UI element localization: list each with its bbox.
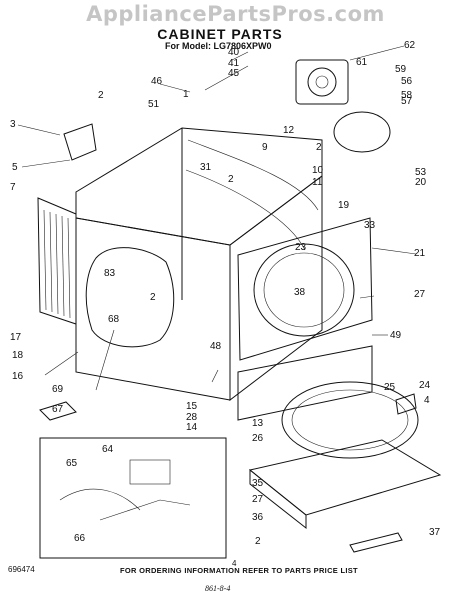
callout-label: 51 (148, 99, 160, 110)
callout-label: 13 (252, 418, 264, 429)
callout-label: 4 (424, 395, 430, 406)
vent-plate (39, 401, 77, 421)
callout-label: 33 (364, 220, 376, 231)
callout-label: 14 (186, 422, 198, 433)
callout-label: 26 (252, 433, 264, 444)
callout-label: 11 (312, 177, 323, 188)
callout-label: 3 (10, 119, 16, 130)
callout-label: 65 (66, 458, 78, 469)
callout-label: 7 (10, 182, 16, 193)
leader-lines (17, 45, 417, 391)
toe-panel (237, 345, 373, 421)
model-line: For Model: LG7806XPW0 (165, 41, 272, 51)
callout-label: 18 (12, 350, 24, 361)
callout-label: 2 (98, 90, 104, 101)
callout-label: 2 (255, 536, 261, 547)
callout-label: 16 (12, 371, 24, 382)
door-frame (237, 217, 373, 361)
callout-label: 15 (186, 401, 198, 412)
callout-label: 68 (108, 314, 120, 325)
callout-label: 48 (210, 341, 222, 352)
callout-label: 83 (104, 268, 116, 279)
callout-label: 66 (74, 533, 86, 544)
callout-label: 67 (52, 404, 64, 415)
callout-label: 58 (401, 90, 413, 101)
callout-label: 28 (186, 412, 198, 423)
callout-label: 19 (338, 200, 350, 211)
callout-label: 35 (252, 478, 264, 489)
callout-label: 1 (183, 89, 189, 100)
callout-layer: 4041454616261595658572513571229312101153… (10, 40, 441, 547)
bottom-strip (349, 532, 403, 553)
doc-number: 696474 (8, 565, 35, 574)
callout-label: 23 (295, 242, 307, 253)
callout-label: 64 (102, 444, 114, 455)
callout-label: 2 (150, 292, 156, 303)
ordering-footer: FOR ORDERING INFORMATION REFER TO PARTS … (120, 566, 358, 575)
callout-label: 9 (262, 142, 268, 153)
side-panel (37, 197, 77, 325)
callout-label: 2 (316, 142, 322, 153)
callout-label: 17 (10, 332, 22, 343)
drive-belt (333, 111, 391, 153)
callout-label: 2 (228, 174, 234, 185)
motor-assembly (295, 59, 349, 105)
watermark: AppliancePartsPros.com (86, 2, 385, 26)
callout-label: 56 (401, 76, 413, 87)
callout-label: 53 (415, 167, 427, 178)
wiring-parts (59, 459, 191, 521)
callout-label: 61 (356, 57, 368, 68)
callout-label: 46 (151, 76, 163, 87)
callout-label: 41 (228, 58, 240, 69)
callout-label: 40 (228, 47, 240, 58)
callout-label: 37 (429, 527, 441, 538)
hinge-part (395, 393, 417, 415)
signature: 861-8-4 (205, 584, 231, 593)
callout-label: 21 (414, 248, 426, 259)
cutaway-blob (85, 247, 175, 348)
callout-label: 59 (395, 64, 407, 75)
cabinet-body (75, 127, 323, 402)
callout-label: 31 (200, 162, 212, 173)
diagram-title: CABINET PARTS (157, 26, 283, 42)
callout-label: 12 (283, 125, 295, 136)
callout-label: 25 (384, 382, 396, 393)
callout-label: 57 (401, 96, 413, 107)
page-number: 4 (232, 559, 237, 568)
callout-label: 27 (252, 494, 264, 505)
small-bracket (63, 123, 97, 161)
callout-label: 38 (294, 287, 306, 298)
callout-label: 49 (390, 330, 402, 341)
callout-label: 69 (52, 384, 64, 395)
callout-label: 5 (12, 162, 18, 173)
callout-label: 36 (252, 512, 264, 523)
callout-label: 62 (404, 40, 416, 51)
callout-label: 10 (312, 165, 324, 176)
callout-label: 45 (228, 68, 240, 79)
callout-label: 27 (414, 289, 426, 300)
lint-panel (248, 381, 442, 530)
callout-label: 24 (419, 380, 431, 391)
wiring-box (39, 437, 227, 559)
callout-label: 20 (415, 177, 427, 188)
